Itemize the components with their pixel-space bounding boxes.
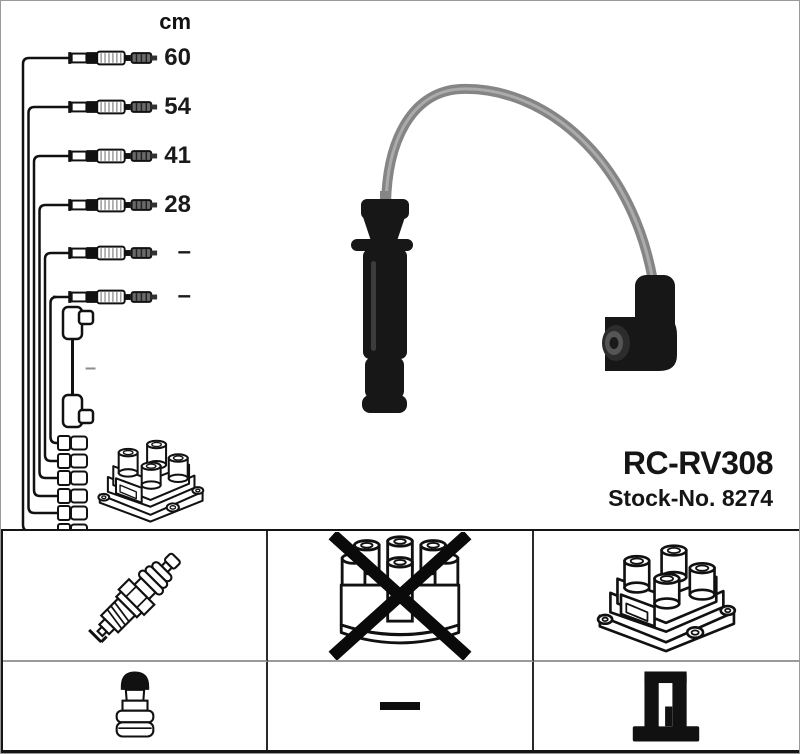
cable-arc: [381, 83, 658, 282]
bracket-line: [43, 251, 57, 463]
legend-cell-plug-terminal: [3, 662, 269, 750]
straight-boot: [351, 191, 413, 413]
unit-header: cm: [159, 9, 191, 34]
cable-length-3: 41: [164, 142, 191, 169]
legend-cell-dash: [268, 662, 534, 750]
bracket-line: [32, 154, 57, 498]
stock-number: Stock-No. 8274: [608, 485, 773, 511]
cable-highlight: [384, 87, 655, 282]
application-legend-grid: [1, 529, 799, 753]
legend-cell-spark-plug: [3, 531, 269, 662]
coil-terminal-icon: [630, 667, 702, 746]
ignition-lead-photo: [351, 83, 677, 413]
coil-connectors: [57, 435, 88, 539]
legend-cell-coil-pack: [533, 531, 799, 662]
link-cable-length: –: [85, 357, 97, 379]
plug-terminal-icon: [110, 668, 160, 745]
distributor-cap-crossed-icon: [317, 532, 483, 660]
link-cable-drawing: [61, 305, 95, 429]
bracket-line: [27, 105, 57, 515]
cable-length-4: 28: [164, 191, 191, 218]
cable-length-1: 60: [164, 44, 191, 71]
cable-length-6: –: [177, 282, 191, 309]
cable-length-5: –: [177, 238, 191, 265]
bracket-line: [49, 295, 58, 445]
angled-boot: [602, 275, 677, 371]
cable-length-2: 54: [164, 93, 191, 120]
dash-icon: [379, 702, 420, 710]
ignition-coil-pack-icon: [591, 538, 741, 653]
product-code-block: RC-RV308 Stock-No. 8274: [453, 445, 773, 512]
cable-bracket-diagram: [21, 56, 95, 539]
legend-cell-coil-terminal: [534, 662, 799, 750]
bracket-line: [38, 203, 57, 480]
product-code: RC-RV308: [622, 445, 774, 481]
coil-pack-drawing: [93, 433, 208, 525]
legend-cell-distributor-crossed: [268, 531, 534, 662]
spark-plug-icon: [60, 532, 210, 660]
